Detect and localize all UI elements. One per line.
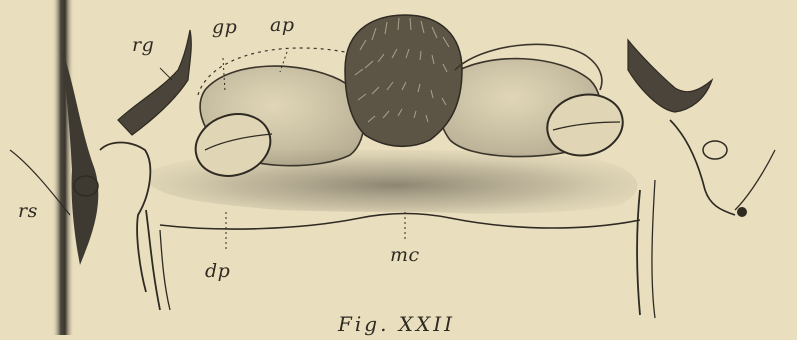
label-dp: dp [205, 262, 230, 281]
right-leg-inner [652, 180, 655, 318]
body-bottom-outline-mc [160, 214, 640, 230]
right-spine [628, 40, 712, 112]
rg-pointer [160, 68, 172, 80]
label-rg: rg [132, 36, 154, 55]
right-edge-node [737, 207, 747, 217]
right-edge-line [735, 150, 775, 210]
page-gutter [52, 0, 74, 335]
label-gp: gp [212, 18, 237, 37]
right-lateral-outline [670, 120, 735, 215]
right-small-ring [703, 141, 727, 159]
right-leg-outline [637, 190, 640, 315]
figure-caption: Fig. XXII [338, 314, 455, 334]
left-leg-outline [146, 210, 160, 310]
left-spine-rg [118, 30, 191, 135]
label-ap: ap [270, 16, 295, 35]
label-mc: mc [390, 246, 420, 265]
left-lateral-outline [100, 143, 150, 293]
hairy-dome [345, 15, 462, 146]
left-leg-inner [160, 230, 170, 310]
label-rs: rs [18, 202, 38, 221]
